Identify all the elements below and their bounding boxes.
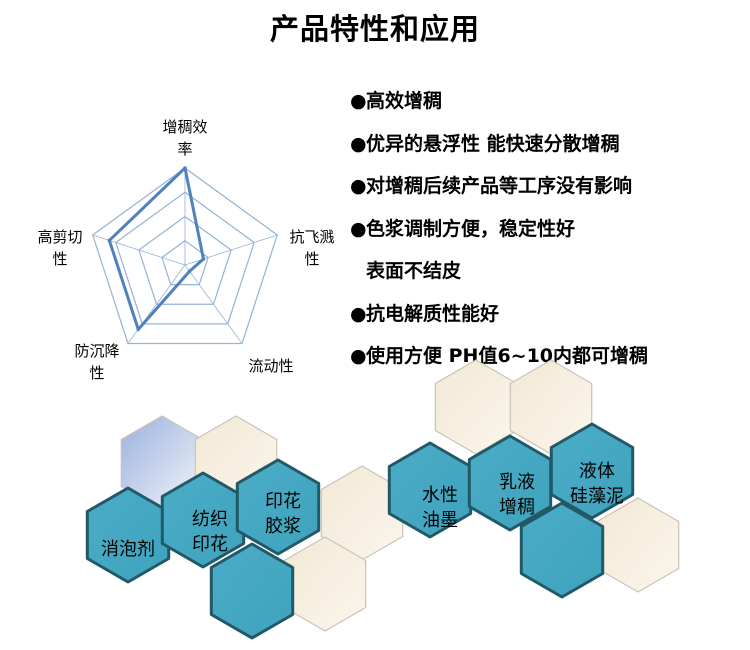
feature-item: 表面不结皮: [350, 256, 750, 299]
radar-grid-ring: [92, 167, 278, 345]
radar-spoke: [184, 264, 243, 344]
feature-item: ●抗电解质性能好: [350, 299, 750, 342]
hexagon-teal: [235, 458, 321, 556]
application-label: 消泡剂: [101, 538, 155, 560]
feature-item: ●高效增稠: [350, 86, 750, 129]
bullet: ●: [350, 217, 367, 240]
feature-list: ●高效增稠 ●优异的悬浮性 能快速分散增稠 ●对增稠后续产品等工序没有影响 ●色…: [350, 86, 750, 384]
feature-text: 高效增稠: [366, 90, 443, 112]
feature-item: ●色浆调制方便，稳定性好: [350, 214, 750, 257]
hexagon-decorative: [283, 536, 367, 632]
bullet: ●: [350, 132, 367, 155]
bullet: ●: [350, 175, 367, 197]
feature-item: ●优异的悬浮性 能快速分散增稠: [350, 129, 750, 172]
feature-text: 抗电解质性能好: [366, 302, 500, 325]
feature-item: ●对增稠后续产品等工序没有影响: [350, 171, 750, 214]
application-label: 液体 硅藻泥: [570, 461, 624, 507]
feature-text: 色浆调制方便，稳定性好: [366, 217, 576, 240]
feature-item: ●使用方便 PH值6~10内都可增稠: [350, 341, 750, 384]
bullet: ●: [350, 90, 367, 112]
bullet: ●: [350, 345, 367, 367]
application-label: 印花 胶浆: [265, 491, 301, 537]
radar-axis-label: 防沉降 性: [74, 342, 120, 382]
radar-grid-ring: [161, 240, 209, 286]
radar-data-point: [201, 257, 206, 261]
radar-grid-ring: [138, 215, 232, 305]
page-title: 产品特性和应用: [269, 12, 480, 46]
application-label: 纺织 印花: [192, 509, 228, 555]
radar-axis-label: 高剪切 性: [37, 228, 83, 268]
radar-grid-ring: [115, 191, 255, 325]
hexagon-teal: [209, 542, 295, 640]
radar-data-point: [136, 327, 141, 332]
feature-text: 使用方便 PH值6~10内都可增稠: [366, 345, 649, 367]
feature-text: 对增稠后续产品等工序没有影响: [366, 175, 633, 197]
radar-data-point: [107, 238, 112, 243]
feature-text: 表面不结皮: [366, 260, 462, 282]
radar-data-point: [187, 269, 192, 274]
application-label: 水性 油墨: [422, 485, 458, 531]
feature-text: 优异的悬浮性 能快速分散增稠: [366, 132, 620, 155]
bullet: ●: [350, 302, 367, 325]
radar-axis-label: 抗飞溅 性: [289, 228, 335, 268]
radar-axis-label: 增稠效 率: [162, 118, 208, 158]
hexagon-teal: [519, 501, 605, 599]
radar-series-line: [107, 166, 205, 331]
radar-axis-label: 流动性: [248, 357, 294, 375]
radar-data-point: [183, 166, 187, 170]
hexagon-teal: [549, 422, 635, 520]
application-label: 乳液 增稠: [499, 472, 535, 518]
hexagon-decorative: [596, 497, 680, 593]
